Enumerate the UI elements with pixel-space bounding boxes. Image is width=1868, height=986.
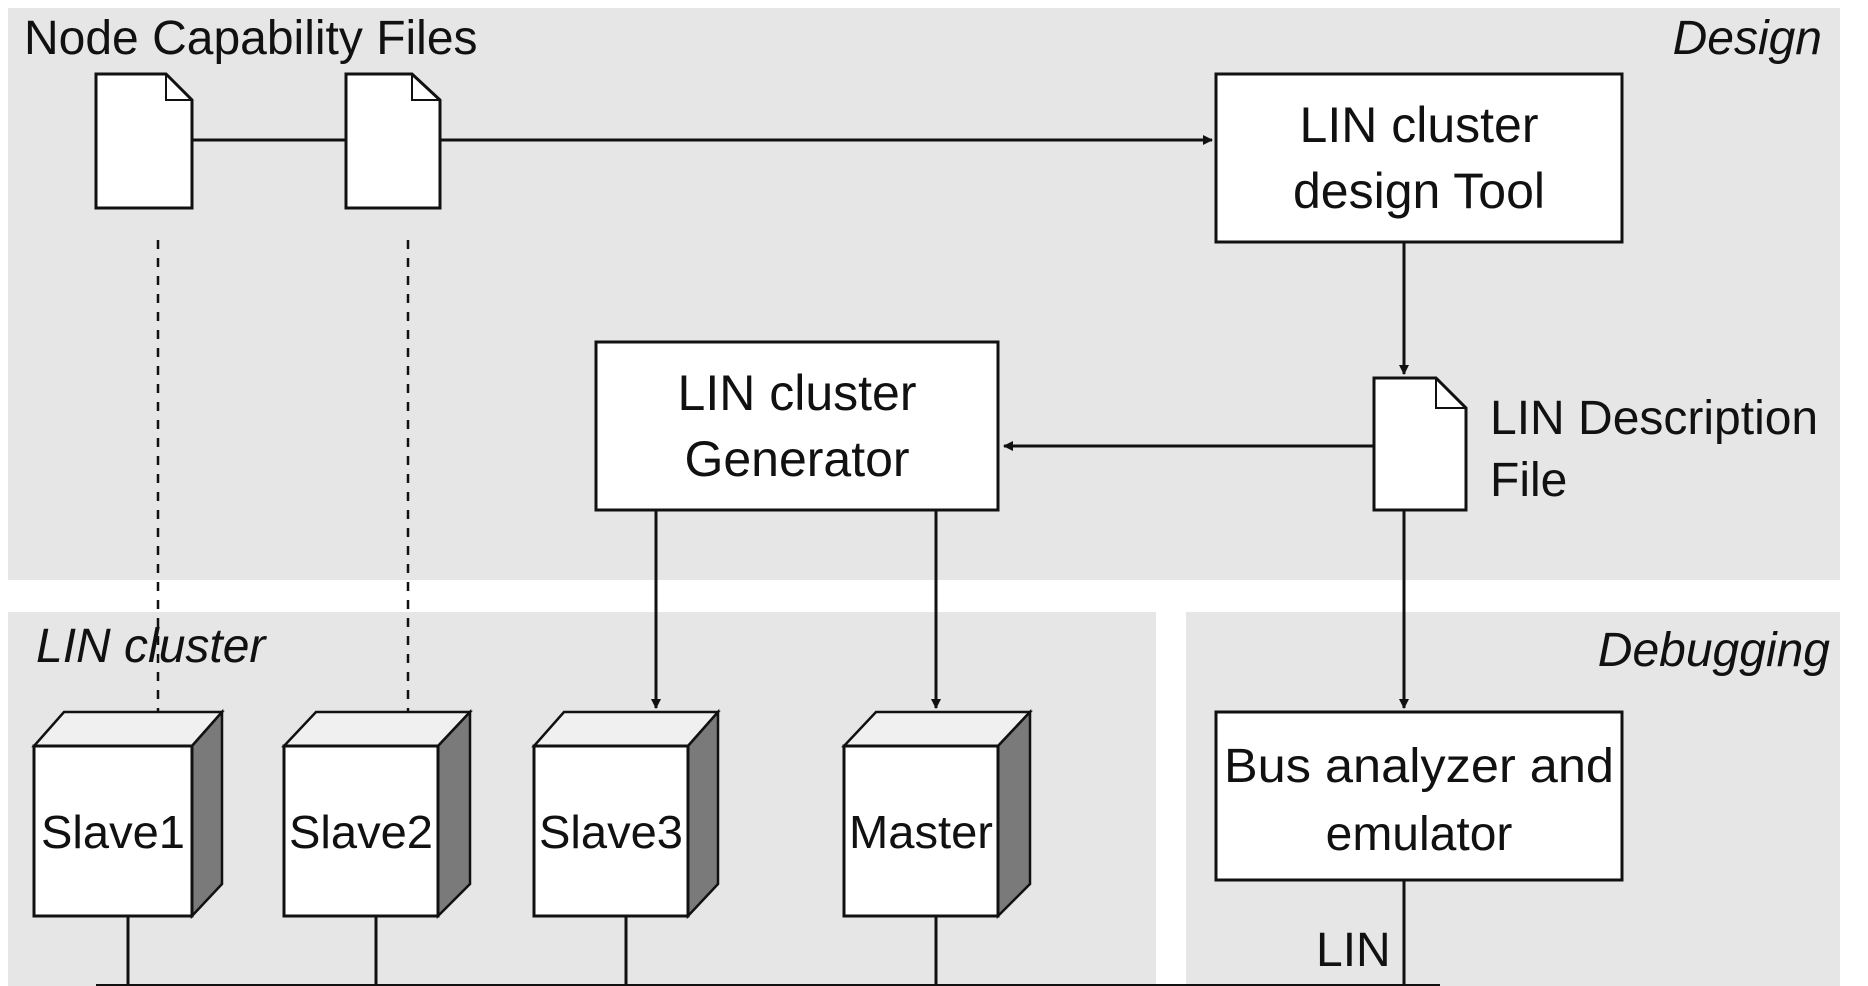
slave2-node [281, 708, 473, 920]
debugging-region-label: Debugging [1598, 624, 1831, 677]
design-tool-box [1214, 72, 1624, 244]
ldf-label-line1: LIN Description [1490, 392, 1818, 445]
slave3-label: Slave3 [539, 806, 683, 858]
analyzer-box [1214, 710, 1624, 882]
node-capability-files-label: Node Capability Files [24, 12, 478, 65]
slave1-node [31, 708, 225, 920]
analyzer-line2: emulator [1326, 808, 1513, 861]
generator-box [594, 340, 1000, 512]
master-node [841, 708, 1033, 920]
ldf-file-icon [1372, 376, 1468, 512]
generator-line1: LIN cluster [678, 365, 917, 421]
analyzer-line1: Bus analyzer and [1224, 740, 1614, 793]
design-tool-line2: design Tool [1293, 163, 1545, 219]
slave1-label: Slave1 [41, 806, 185, 858]
lin-bus-label: LIN [1316, 924, 1391, 977]
lin-cluster-region-label: LIN cluster [36, 620, 267, 673]
design-region-label: Design [1673, 12, 1822, 65]
capability-file-1-icon [94, 72, 194, 210]
slave3-node [531, 708, 721, 920]
master-label: Master [849, 806, 993, 858]
capability-file-2-icon [344, 72, 442, 210]
design-tool-line1: LIN cluster [1300, 97, 1539, 153]
generator-line2: Generator [684, 431, 909, 487]
ldf-label-line2: File [1490, 454, 1567, 507]
slave2-label: Slave2 [289, 806, 433, 858]
